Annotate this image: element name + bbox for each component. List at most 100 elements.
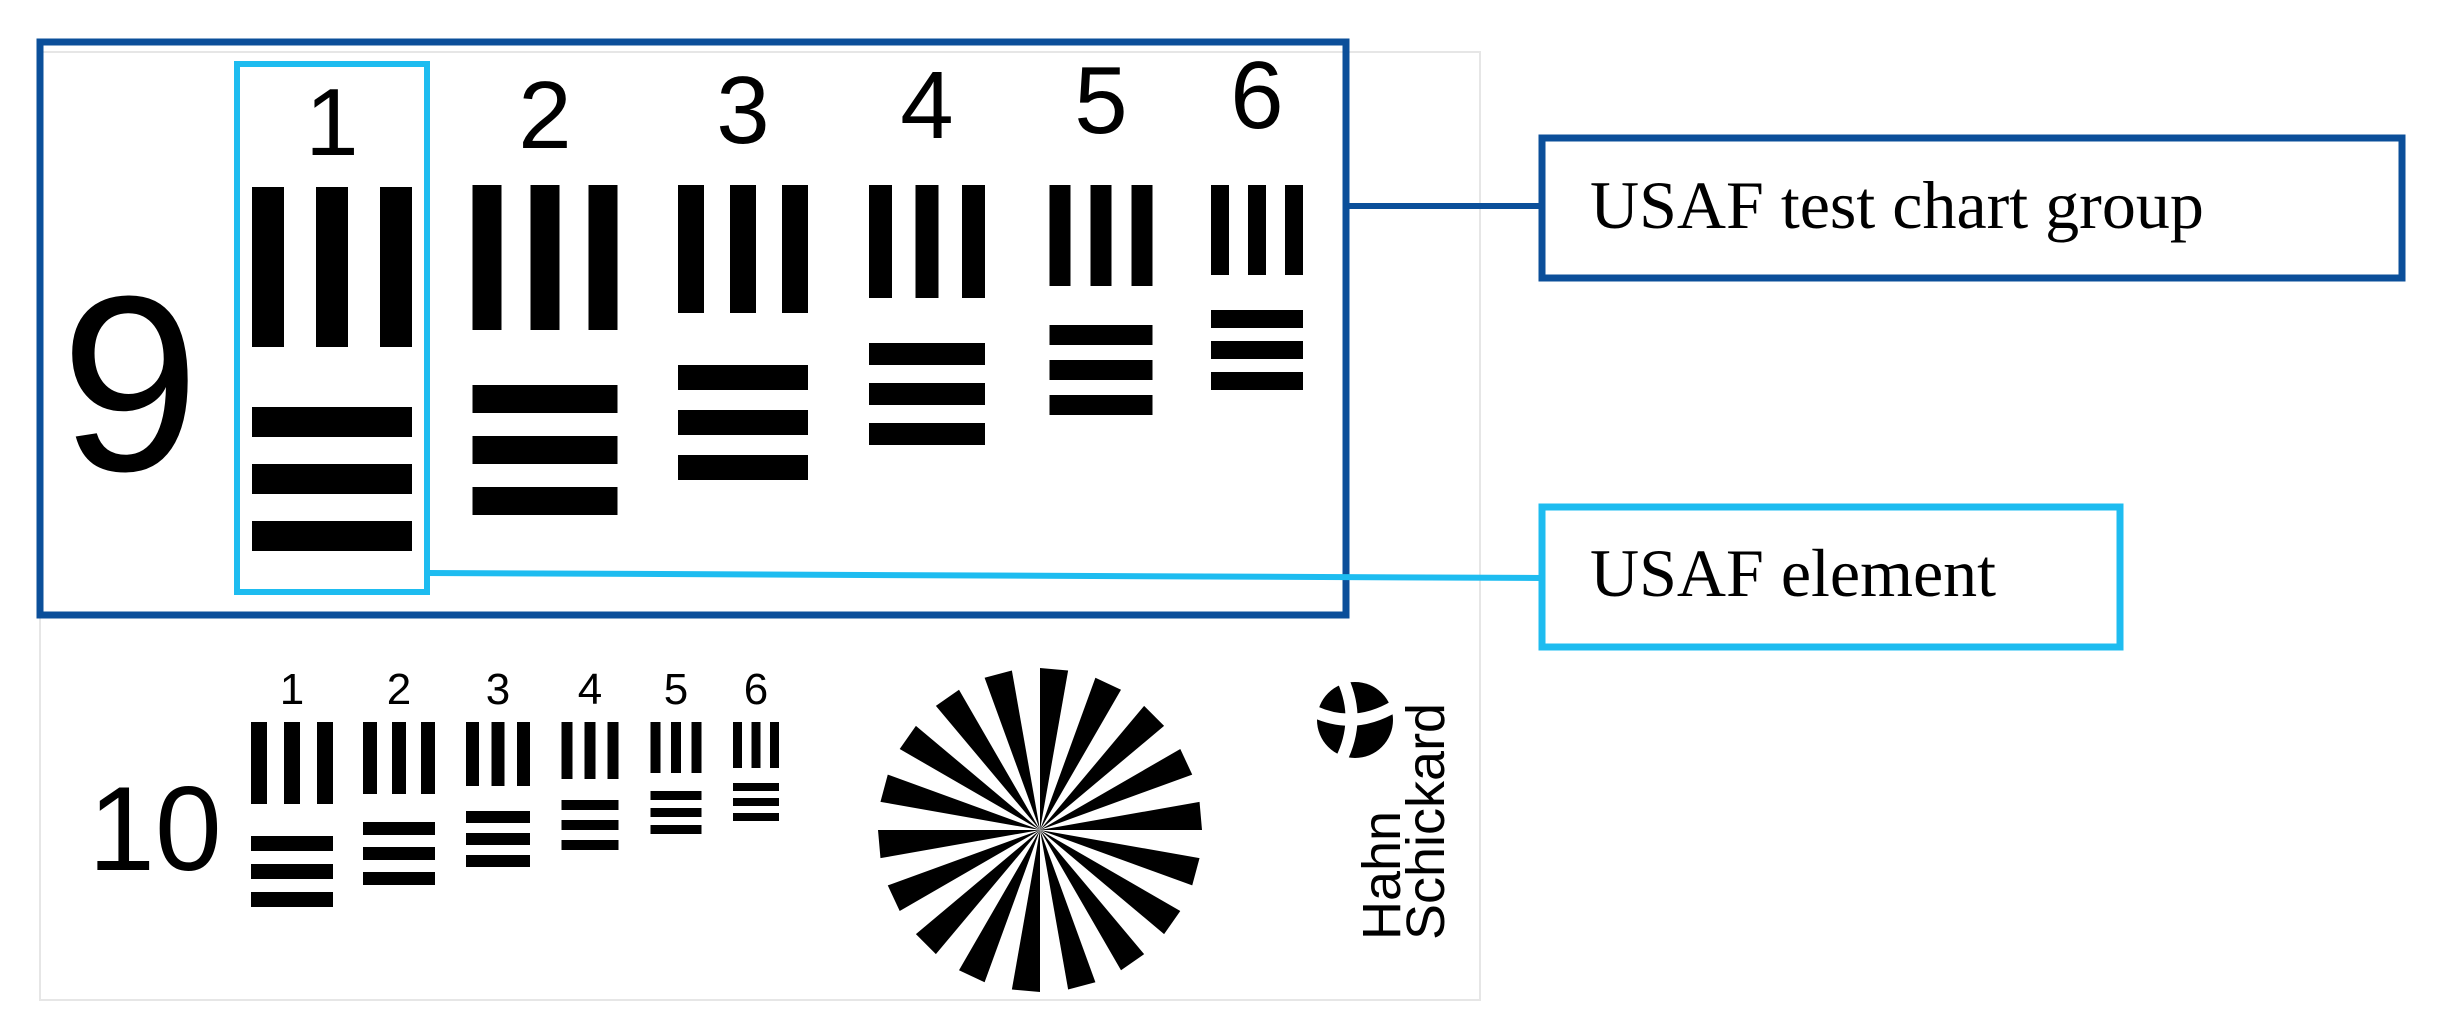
vertical-bar — [691, 722, 702, 773]
horizontal-bar — [561, 820, 619, 830]
element-number: 2 — [387, 665, 411, 714]
star-spoke — [1040, 830, 1200, 886]
vertical-bar — [491, 722, 505, 786]
horizontal-bar — [363, 847, 435, 860]
logo-mark-icon — [1312, 677, 1399, 763]
vertical-bar — [588, 185, 618, 330]
vertical-bar — [915, 185, 939, 298]
horizontal-bar — [678, 455, 808, 480]
horizontal-bar — [472, 385, 618, 413]
horizontal-bar — [252, 521, 412, 551]
vertical-bar — [252, 187, 284, 347]
horizontal-bar — [1211, 310, 1303, 328]
usaf-element: 3 — [466, 665, 530, 867]
group-label-text: USAF test chart group — [1590, 167, 2204, 243]
star-spoke — [1040, 830, 1096, 990]
star-spoke — [959, 830, 1040, 983]
star-spoke — [1040, 668, 1069, 830]
group-highlight-box — [36, 38, 1350, 619]
vertical-bar — [316, 187, 348, 347]
element-number: 6 — [744, 665, 768, 714]
element-number: 5 — [1074, 47, 1127, 154]
vertical-bar — [466, 722, 479, 786]
horizontal-bar — [678, 410, 808, 435]
usaf-element: 6 — [1211, 42, 1303, 390]
element-number: 3 — [716, 57, 769, 164]
element-label-text: USAF element — [1590, 535, 1996, 611]
horizontal-bar — [1211, 372, 1303, 390]
usaf-element: 5 — [1049, 47, 1153, 415]
horizontal-bar — [466, 833, 530, 845]
horizontal-bar — [1049, 325, 1153, 345]
element-number: 4 — [900, 52, 953, 159]
vertical-bar — [869, 185, 892, 298]
horizontal-bar — [733, 813, 779, 821]
usaf-element: 3 — [678, 57, 808, 480]
star-spoke — [1040, 830, 1145, 971]
group-number-10: 10 — [88, 762, 221, 896]
star-spoke — [878, 830, 1040, 859]
element-number: 1 — [280, 665, 304, 714]
horizontal-bar — [252, 464, 412, 494]
horizontal-bar — [363, 822, 435, 835]
star-spoke — [1040, 830, 1181, 935]
siemens-star — [878, 668, 1202, 992]
star-spoke — [1040, 677, 1121, 830]
horizontal-bar — [650, 791, 702, 800]
star-spoke — [887, 830, 1040, 911]
vertical-bar — [751, 722, 761, 768]
vertical-bar — [584, 722, 596, 779]
vertical-bar — [1285, 185, 1303, 275]
logo-text-hahn: Hahn — [1352, 811, 1412, 940]
horizontal-bar — [733, 783, 779, 791]
vertical-bar — [730, 185, 756, 313]
vertical-bar — [392, 722, 406, 794]
vertical-bar — [284, 722, 300, 804]
horizontal-bar — [251, 864, 333, 879]
element-connector-line — [426, 570, 1543, 581]
star-spoke — [935, 689, 1040, 830]
vertical-bar — [363, 722, 377, 794]
group-label-box — [1538, 134, 2406, 282]
vertical-bar — [530, 185, 560, 330]
star-spoke — [880, 774, 1040, 830]
vertical-bar — [770, 722, 779, 768]
usaf-element: 4 — [561, 665, 619, 850]
horizontal-bar — [252, 407, 412, 437]
vertical-bar — [561, 722, 573, 779]
vertical-bar — [782, 185, 808, 313]
horizontal-bar — [561, 800, 619, 810]
vertical-bar — [1131, 185, 1153, 286]
usaf-element: 1 — [251, 665, 333, 907]
horizontal-bar — [650, 825, 702, 834]
group-number-9: 9 — [60, 244, 199, 523]
horizontal-bar — [678, 365, 808, 390]
usaf-element: 5 — [650, 665, 702, 834]
element-label-box — [1538, 503, 2124, 651]
star-spoke — [915, 830, 1040, 955]
vertical-bar — [517, 722, 530, 786]
horizontal-bar — [1049, 395, 1153, 415]
vertical-bar — [1049, 185, 1071, 286]
horizontal-bar — [650, 808, 702, 817]
star-spoke — [1040, 749, 1193, 830]
element-number: 1 — [305, 69, 358, 176]
horizontal-bar — [251, 892, 333, 907]
horizontal-bar — [869, 343, 985, 365]
usaf-element: 4 — [869, 52, 985, 445]
horizontal-bar — [869, 383, 985, 405]
element-number: 2 — [518, 62, 571, 169]
horizontal-bar — [733, 798, 779, 806]
star-spoke — [899, 725, 1040, 830]
vertical-bar — [472, 185, 502, 330]
element-number: 3 — [486, 665, 510, 714]
vertical-bar — [1248, 185, 1266, 275]
star-spoke — [1040, 801, 1202, 830]
horizontal-bar — [472, 436, 618, 464]
element-highlight-box — [234, 61, 430, 595]
